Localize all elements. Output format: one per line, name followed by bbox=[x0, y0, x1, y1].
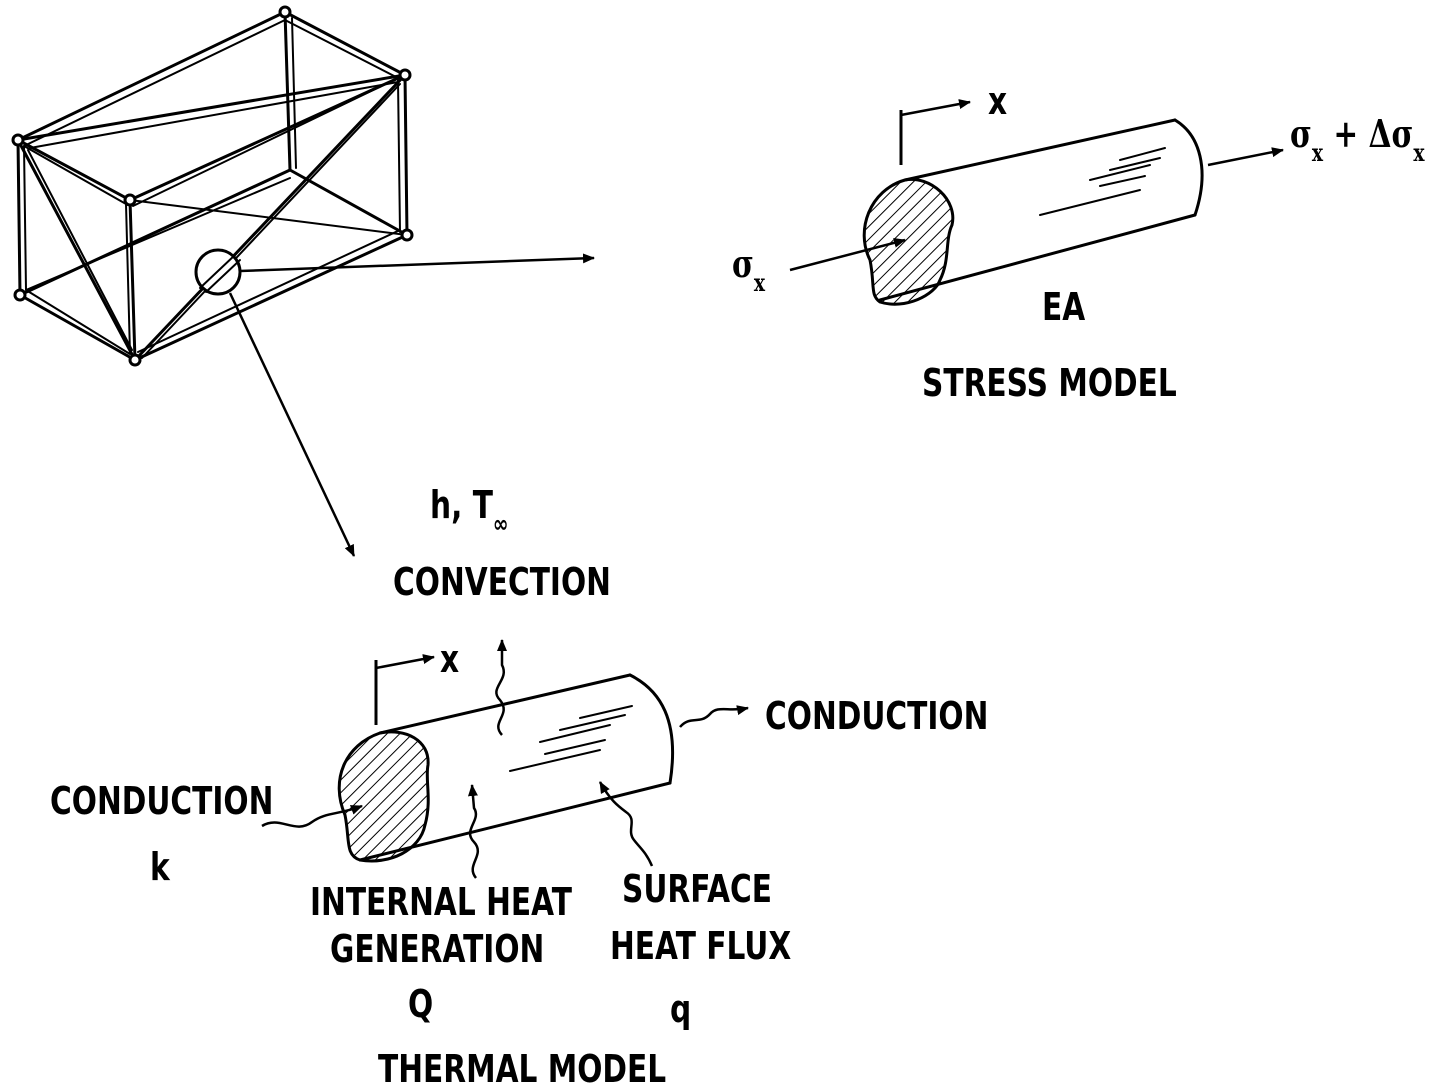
thermal-x-axis-arrow bbox=[375, 654, 435, 670]
conduction-in-wavy-arrow bbox=[261, 804, 363, 828]
output-stress-arrow bbox=[1207, 147, 1284, 167]
truss-front-diagonal bbox=[16, 138, 137, 362]
truss-back-post bbox=[283, 10, 292, 172]
surface-flux-wavy-arrow bbox=[598, 781, 654, 867]
surface-flux-line2: HEAT FLUX bbox=[610, 924, 792, 968]
convection-params-label: h, T∞ bbox=[430, 483, 509, 536]
stress-x-axis-arrow bbox=[900, 99, 971, 117]
truss-right-post bbox=[403, 73, 409, 237]
input-stress-label: σx bbox=[732, 245, 765, 295]
input-stress-arrow bbox=[789, 237, 906, 272]
output-stress-label: σx + Δσx bbox=[1290, 115, 1425, 165]
thermal-model-title: THERMAL MODEL bbox=[378, 1047, 667, 1091]
internal-heat-wavy-arrow bbox=[467, 784, 480, 879]
convection-wavy-arrow bbox=[495, 639, 507, 736]
convection-label: CONVECTION bbox=[393, 560, 611, 604]
output-stress-subscript: x bbox=[1311, 138, 1324, 167]
thermal-rod bbox=[337, 673, 675, 863]
internal-heat-line1: INTERNAL HEAT bbox=[310, 880, 572, 924]
surface-flux-symbol: q bbox=[670, 987, 692, 1031]
truss-top-diagonal bbox=[16, 73, 407, 142]
truss-bottom-edge bbox=[133, 233, 409, 362]
input-stress-symbol: σ bbox=[732, 241, 754, 286]
conduction-right-label: CONDUCTION bbox=[765, 694, 989, 738]
convection-coefficient: h, bbox=[430, 483, 463, 527]
internal-heat-symbol: Q bbox=[408, 982, 434, 1026]
stress-model-title: STRESS MODEL bbox=[922, 361, 1177, 405]
truss-top-face bbox=[16, 10, 407, 202]
stress-rod bbox=[862, 118, 1204, 306]
thermal-leader-arrow bbox=[228, 292, 356, 557]
thermal-x-axis-label: x bbox=[440, 637, 460, 681]
thermal-rod-cross-section bbox=[337, 730, 430, 863]
stress-leader-arrow bbox=[239, 253, 595, 273]
ambient-temperature: T bbox=[472, 483, 493, 527]
output-stress-increment: + Δσ bbox=[1333, 111, 1414, 156]
output-stress-symbol: σ bbox=[1290, 111, 1312, 156]
internal-heat-line2: GENERATION bbox=[330, 927, 545, 971]
conductivity-label: k bbox=[150, 845, 170, 889]
truss-frame bbox=[11, 5, 414, 367]
ambient-temperature-subscript: ∞ bbox=[492, 510, 509, 538]
stiffness-label: EA bbox=[1042, 285, 1086, 329]
surface-flux-line1: SURFACE bbox=[622, 867, 773, 911]
input-stress-subscript: x bbox=[753, 268, 766, 297]
stress-x-axis-label: x bbox=[988, 79, 1008, 123]
conduction-left-label: CONDUCTION bbox=[50, 779, 274, 823]
truss-side-diagonal bbox=[133, 73, 407, 362]
output-stress-increment-subscript: x bbox=[1413, 138, 1425, 167]
stress-rod-cross-section bbox=[862, 177, 955, 306]
conduction-out-wavy-arrow bbox=[679, 705, 749, 728]
